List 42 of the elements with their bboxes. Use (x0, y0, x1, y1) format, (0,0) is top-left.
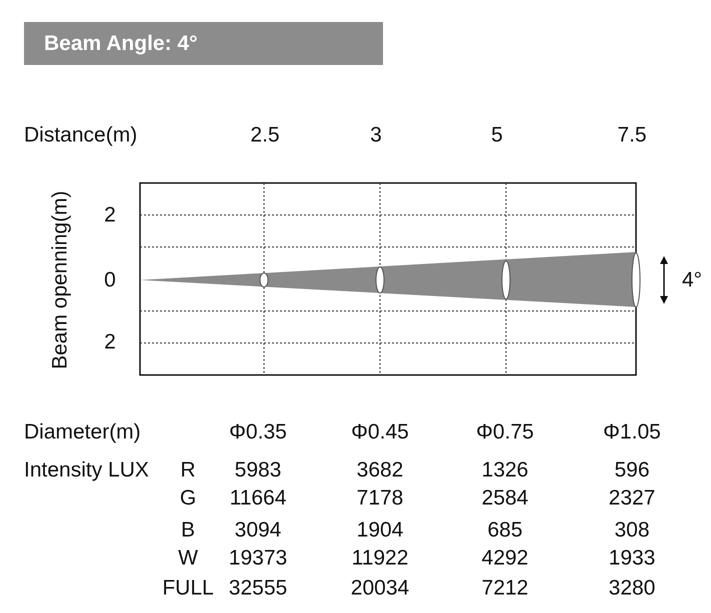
row-label: Diameter(m) (24, 422, 141, 442)
table-value: 685 (487, 520, 523, 540)
axis-title: Beam openning(m) (50, 190, 70, 370)
row-label: G (180, 488, 196, 508)
table-value: 7212 (482, 578, 528, 598)
table-value: Φ0.45 (351, 422, 409, 442)
table-value: 3280 (608, 578, 656, 598)
table-value: 3094 (234, 520, 282, 540)
table-value: 3682 (356, 460, 404, 480)
row-label: R (180, 460, 196, 480)
table-value: 1904 (356, 520, 404, 540)
title-banner: Beam Angle: 4° (24, 22, 383, 65)
tick-label: 2.5 (250, 124, 280, 146)
axis-title: Distance(m) (24, 124, 138, 146)
tick-label: 5 (491, 124, 503, 146)
table-value: 1933 (608, 548, 656, 568)
table-value: 1326 (482, 460, 528, 480)
table-value: 308 (614, 520, 650, 540)
table-value: 2584 (482, 488, 528, 508)
table-value: 2327 (608, 488, 656, 508)
tick-label: 2 (104, 204, 116, 226)
row-label: W (178, 548, 198, 568)
table-value: Φ0.75 (476, 422, 534, 442)
table-value: 4292 (482, 548, 528, 568)
row-label: Intensity LUX (24, 460, 149, 480)
angle-label: 4° (682, 270, 702, 290)
table-value: 20034 (350, 578, 410, 598)
table-value: 596 (614, 460, 650, 480)
row-label: FULL (162, 578, 214, 598)
table-value: 11664 (230, 488, 286, 508)
table-value: 5983 (234, 460, 282, 480)
row-label: B (181, 520, 195, 540)
tick-label: 3 (370, 124, 382, 146)
table-value: 32555 (228, 578, 288, 598)
table-value: Φ0.35 (229, 422, 287, 442)
tick-label: 0 (104, 270, 116, 290)
table-value: 19373 (228, 548, 288, 568)
tick-label: 2 (104, 332, 116, 352)
table-value: 11922 (352, 548, 408, 568)
tick-label: 7.5 (617, 124, 647, 146)
table-value: 7178 (356, 488, 404, 508)
table-value: Φ1.05 (603, 422, 661, 442)
